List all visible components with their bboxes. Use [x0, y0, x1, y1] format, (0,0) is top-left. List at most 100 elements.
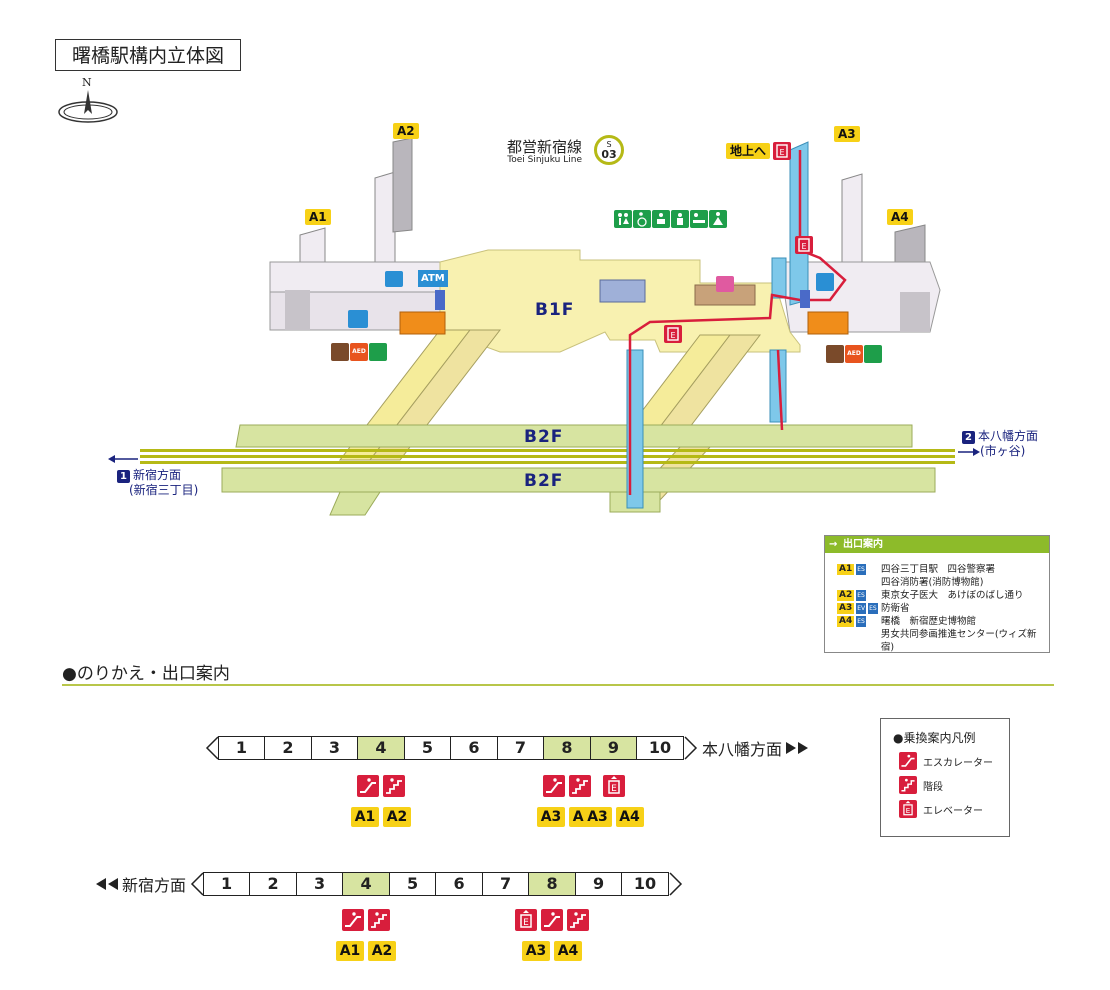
- toilet-facilities: [614, 210, 728, 228]
- exit-guide-exit: A2: [837, 590, 855, 601]
- exit-guide-text: 男女共同参画推進センター(ウィズ新宿): [880, 629, 1037, 653]
- transfer-icons-car-4: [357, 775, 409, 797]
- station-office-icon: [716, 276, 734, 292]
- stairs-icon: [368, 909, 391, 931]
- elevator-icon: E: [899, 800, 917, 818]
- braille-map-icon: [864, 345, 882, 363]
- exit-guide-tag: ES: [856, 616, 866, 627]
- svg-text:E: E: [611, 784, 617, 794]
- svg-text:E: E: [802, 242, 807, 251]
- page-title: 曙橋駅構内立体図: [55, 39, 241, 71]
- compass-icon: [58, 90, 118, 123]
- svg-text:E: E: [523, 918, 529, 928]
- svg-text:E: E: [671, 331, 676, 340]
- car-10: 10: [636, 736, 684, 760]
- aed-icon: AED: [350, 343, 368, 361]
- exit-guide-text: 東京女子医大 あけぼのばし通り: [881, 590, 1024, 601]
- svg-text:E: E: [906, 806, 911, 815]
- level-b1f-label: B1F: [535, 300, 575, 320]
- atm-label: ATM: [418, 270, 448, 287]
- exit-guide-text: 四谷消防署(消防博物館): [881, 577, 984, 588]
- diaper-change-icon: [690, 210, 708, 228]
- aed-icon: AED: [845, 345, 863, 363]
- exit-guide-text: 防衛省: [881, 603, 910, 614]
- exit-label-a1: A1: [305, 209, 331, 225]
- car-9: 9: [574, 872, 623, 896]
- facility-icons-left: AED: [331, 343, 388, 361]
- compass-north-label: N: [82, 76, 92, 89]
- telephone-icon: [816, 273, 834, 291]
- level-b2f-lower-label: B2F: [524, 471, 564, 491]
- exit-guide-text: 曙橋 新宿歴史博物館: [881, 616, 977, 627]
- train-end-right-icon: [669, 872, 683, 896]
- car-8: 8: [543, 736, 591, 760]
- compass: N: [56, 76, 120, 126]
- exit-badge: A4: [615, 807, 644, 827]
- car-6: 6: [450, 736, 498, 760]
- stairs-icon: [569, 775, 591, 797]
- train-end-right-icon: [684, 736, 698, 760]
- escalator-icon: [899, 752, 917, 770]
- elevator-icon: E: [515, 909, 538, 931]
- westbound-direction: 新宿方面: [122, 876, 187, 895]
- stairs-icon: [383, 775, 405, 797]
- exit-label-a3: A3: [834, 126, 860, 142]
- key-row-stairs: 階段: [899, 776, 1009, 794]
- stairs-icon: [899, 776, 917, 794]
- exit-guide-tag: ES: [868, 603, 878, 614]
- toilet-icon: [614, 210, 632, 228]
- coin-locker-icon: [331, 343, 349, 361]
- car-5: 5: [388, 872, 437, 896]
- elevator-icon: E: [602, 775, 625, 797]
- car-3: 3: [310, 736, 359, 760]
- train-end-left-icon: [190, 872, 204, 896]
- key-label: エスカレーター: [923, 757, 993, 769]
- exit-guide-tag: EV: [856, 603, 867, 614]
- car-6: 6: [435, 872, 484, 896]
- exit-structure-left: [269, 137, 451, 331]
- direction-east-text: 本八幡方面: [978, 429, 1039, 443]
- ground-label: 地上へ: [726, 143, 771, 159]
- exit-guide-codes: [837, 628, 881, 654]
- key-label: 階段: [923, 781, 943, 793]
- direction-west-text: 新宿方面: [133, 468, 182, 482]
- transfer-icons-car-9: E: [602, 775, 629, 797]
- car-7: 7: [496, 736, 545, 760]
- exit-badge: A2: [368, 941, 397, 961]
- braille-map-icon: [369, 343, 387, 361]
- car-2: 2: [249, 872, 298, 896]
- exit-guide-exit: A4: [837, 616, 855, 627]
- information-icon: [348, 310, 368, 328]
- line-code-number: 03: [601, 148, 617, 161]
- exit-guide-exit: A3: [837, 603, 855, 614]
- elevator-icon: E: [795, 236, 814, 254]
- key-row-escalator: エスカレーター: [899, 752, 1009, 770]
- train-end-left-icon: [205, 736, 219, 760]
- direction-west-number: 1: [117, 470, 130, 483]
- exit-guide-heading: 出口案内: [825, 536, 1049, 553]
- car-7: 7: [481, 872, 530, 896]
- line-name-en: Toei Sinjuku Line: [507, 155, 583, 165]
- exit-badge: A2: [383, 807, 411, 827]
- exit-guide-codes: [837, 576, 881, 589]
- level-b2f-upper-label: B2F: [524, 427, 564, 447]
- transfer-key-title: ●乗換案内凡例: [893, 731, 976, 745]
- forward-arrows-icon: [786, 742, 809, 754]
- exit-guide-tag: ES: [856, 564, 866, 575]
- escalator-icon: [342, 909, 365, 931]
- backward-arrows-icon: [96, 878, 118, 890]
